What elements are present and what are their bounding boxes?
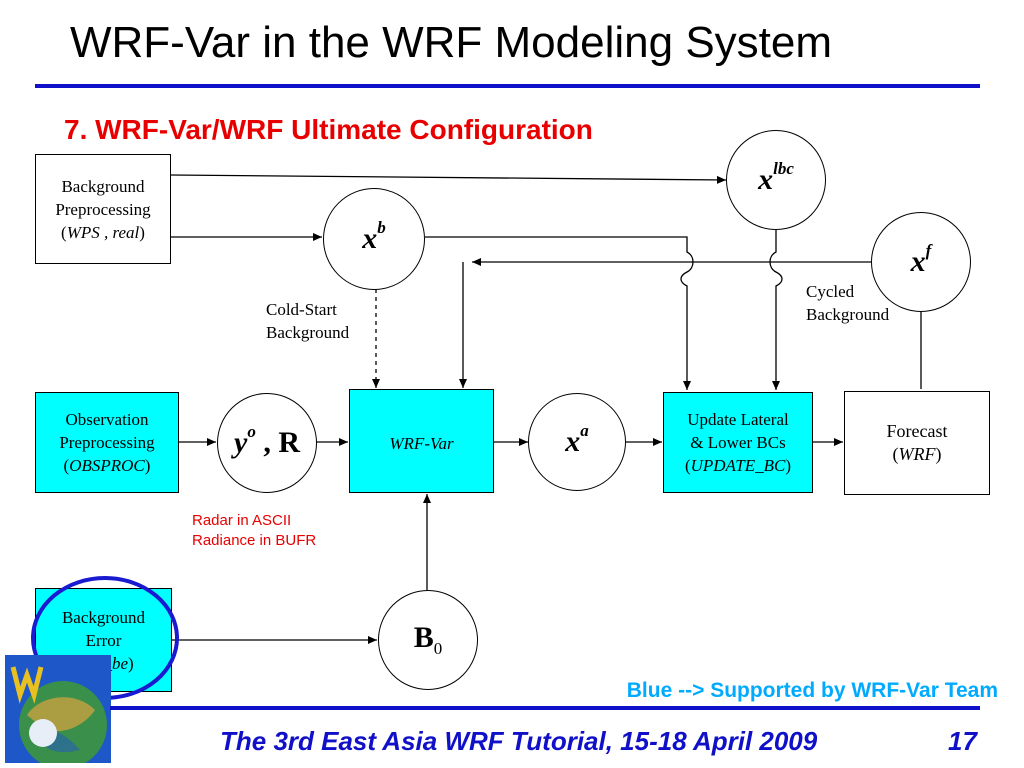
footer-text: The 3rd East Asia WRF Tutorial, 15-18 Ap… (220, 726, 818, 756)
wrf-logo-image (5, 655, 111, 763)
title-underline (35, 84, 980, 88)
forecast-box: Forecast (WRF) (844, 391, 990, 495)
b0-node: B0 (378, 590, 478, 690)
yo-r-symbol: yo , R (234, 422, 300, 459)
update-bc-box: Update Lateral & Lower BCs (UPDATE_BC) (663, 392, 813, 493)
arrow-bg-to-xlbc (170, 174, 727, 184)
obs-format-note: Radar in ASCII Radiance in BUFR (192, 512, 317, 549)
xb-symbol: xb (362, 218, 386, 255)
observation-preprocessing-box: Observation Preprocessing (OBSPROC) (35, 392, 179, 493)
page-number: 17 (948, 726, 977, 756)
cycled-label: Cycled Background (806, 282, 890, 324)
wrf-var-label: WRF-Var (389, 434, 454, 453)
xlbc-symbol: xlbc (758, 159, 794, 196)
support-note: Blue --> Supported by WRF-Var Team (626, 679, 998, 702)
footer-rule (110, 706, 980, 710)
xb-node: xb (323, 188, 425, 290)
xa-symbol: xa (565, 421, 589, 458)
xlbc-node: xlbc (726, 130, 826, 230)
cold-start-label: Cold-Start Background (266, 300, 350, 342)
bg-pre-line2: Preprocessing (55, 199, 151, 219)
arrow-xlbc-to-update (769, 229, 783, 390)
arrow-xb-to-update (425, 236, 694, 390)
bg-pre-line3: (WPS , real) (61, 222, 145, 242)
xf-symbol: xf (910, 241, 932, 278)
xf-node: xf (871, 212, 971, 312)
bg-pre-line1: Background (61, 176, 145, 196)
b0-symbol: B0 (413, 621, 443, 658)
yo-r-node: yo , R (217, 393, 317, 493)
slide-subtitle: 7. WRF-Var/WRF Ultimate Configuration (64, 114, 593, 145)
xa-node: xa (528, 393, 626, 491)
wrf-var-box: WRF-Var (349, 389, 494, 493)
slide-title: WRF-Var in the WRF Modeling System (70, 18, 833, 67)
background-preprocessing-box: Background Preprocessing (WPS , real) (35, 154, 171, 264)
